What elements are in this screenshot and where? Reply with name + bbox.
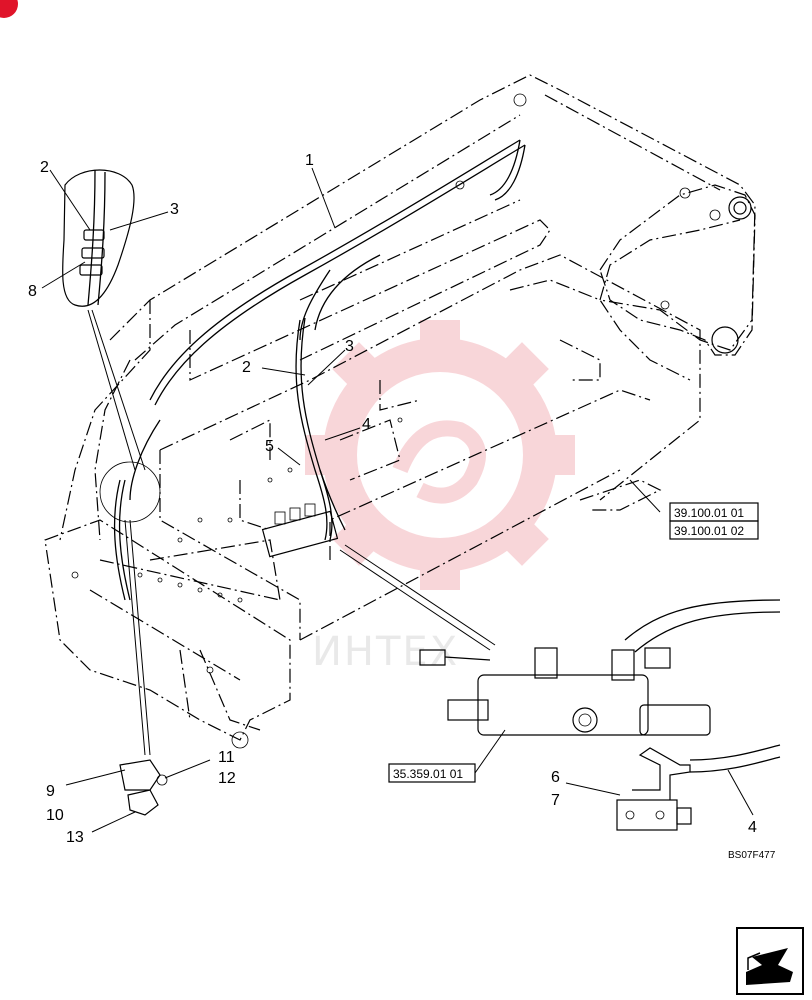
loader-frame-outline <box>59 74 756 641</box>
watermark-logo <box>305 320 575 590</box>
callout-4-lower: 4 <box>748 819 757 836</box>
reference-boxes: 39.100.01 01 39.100.01 02 35.359.01 01 <box>388 502 759 783</box>
ref-label-35-359-01-01: 35.359.01 01 <box>393 767 463 781</box>
callout-3-detail: 3 <box>170 201 179 218</box>
main-frame <box>44 417 403 749</box>
callout-9: 9 <box>46 783 55 800</box>
callout-6: 6 <box>551 769 560 786</box>
ref-box-39-100-01-01[interactable]: 39.100.01 01 <box>669 502 759 522</box>
callout-4: 4 <box>362 416 371 433</box>
callout-2: 2 <box>242 359 251 376</box>
detail-bubble <box>62 169 161 523</box>
callout-8: 8 <box>28 283 37 300</box>
watermark-text: ИНТЕХ <box>312 629 459 675</box>
leader-lines <box>41 167 754 833</box>
ref-box-39-100-01-02[interactable]: 39.100.01 02 <box>669 520 759 540</box>
red-badge-icon <box>0 0 18 18</box>
callout-5: 5 <box>265 438 274 455</box>
callout-13: 13 <box>66 829 84 846</box>
control-valve-assembly <box>339 544 781 831</box>
clamp-detail <box>119 519 168 816</box>
callout-10: 10 <box>46 807 64 824</box>
ref-label-39-100-01-02: 39.100.01 02 <box>674 524 744 538</box>
callout-numbers: 1 2 3 2 3 8 4 5 6 7 4 9 10 11 12 13 <box>28 152 757 846</box>
callout-1: 1 <box>305 152 314 169</box>
arrow-nav-icon[interactable] <box>736 927 804 995</box>
ref-label-39-100-01-01: 39.100.01 01 <box>674 506 744 520</box>
callout-3: 3 <box>345 338 354 355</box>
callout-7: 7 <box>551 792 560 809</box>
ref-box-35-359-01-01[interactable]: 35.359.01 01 <box>388 763 476 783</box>
figure-code: BS07F477 <box>728 850 776 861</box>
valve-cluster <box>261 503 339 558</box>
callout-12: 12 <box>218 770 236 787</box>
tower-outline <box>455 93 756 356</box>
callout-2-detail: 2 <box>40 159 49 176</box>
callout-11: 11 <box>218 749 235 766</box>
